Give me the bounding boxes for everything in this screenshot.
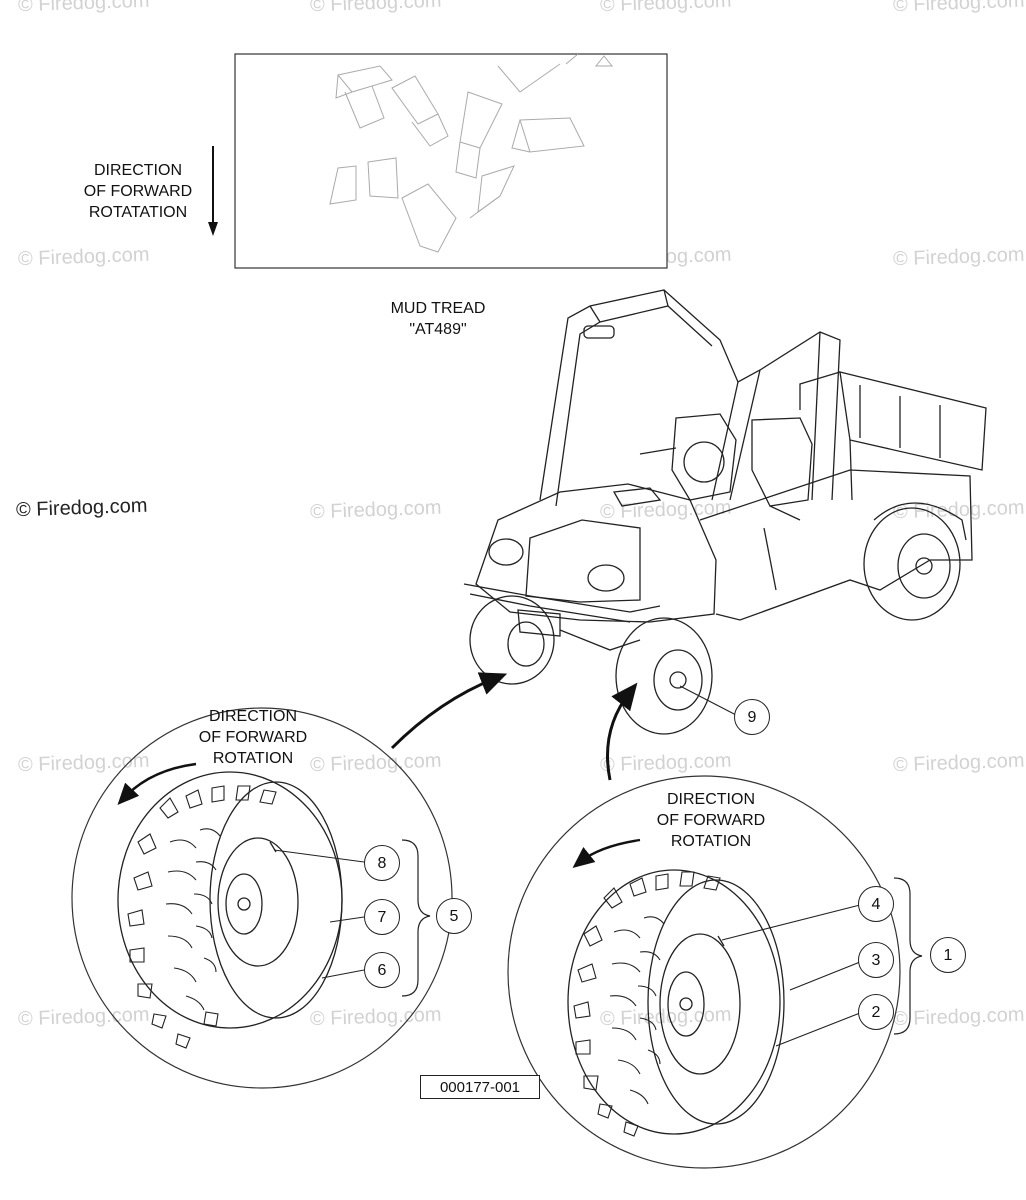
mud-tread-panel	[234, 53, 668, 269]
tread-direction-line-2: OF FORWARD	[83, 183, 193, 200]
callout-4: 4	[858, 886, 894, 922]
pointer-arrow-icon	[606, 682, 638, 781]
pointer-arrow-icon	[390, 672, 508, 750]
callout-9: 9	[734, 699, 770, 735]
rotation-arrow-icon	[117, 762, 197, 806]
callout-3: 3	[858, 942, 894, 978]
left-direction-line-2: OF FORWARD	[198, 729, 308, 746]
tread-caption-line-1: MUD TREAD	[390, 300, 486, 317]
left-direction-line-3: ROTATION	[212, 750, 294, 767]
rotation-arrow-icon	[572, 838, 641, 868]
right-direction-line-1: DIRECTION	[667, 791, 755, 808]
right-detail-circle	[507, 775, 901, 1169]
right-direction-line-3: ROTATION	[670, 833, 752, 850]
callout-6: 6	[364, 952, 400, 988]
leader-lines	[273, 685, 861, 1047]
tread-caption-line-2: "AT489"	[409, 321, 467, 338]
callout-5: 5	[436, 898, 472, 934]
right-direction-line-2: OF FORWARD	[656, 812, 766, 829]
right-direction-label: DIRECTION OF FORWARD ROTATION	[648, 789, 774, 852]
figure-id: 000177-001	[420, 1075, 540, 1099]
callout-2: 2	[858, 994, 894, 1030]
copyright-text: © Firedog.com	[15, 494, 148, 522]
callout-1: 1	[930, 937, 966, 973]
tread-direction-label: DIRECTION OF FORWARD ROTATATION	[78, 160, 198, 223]
left-direction-label: DIRECTION OF FORWARD ROTATION	[190, 706, 316, 769]
tread-direction-line-3: ROTATATION	[88, 204, 188, 221]
right-tire	[567, 869, 785, 1137]
group-bracket	[401, 839, 431, 997]
group-bracket	[893, 877, 923, 1035]
left-tire	[117, 771, 343, 1049]
left-direction-line-1: DIRECTION	[209, 708, 297, 725]
callout-7: 7	[364, 899, 400, 935]
callout-8: 8	[364, 845, 400, 881]
tread-caption: MUD TREAD "AT489"	[370, 298, 506, 340]
utility-vehicle	[463, 289, 987, 735]
tread-direction-line-1: DIRECTION	[94, 162, 182, 179]
